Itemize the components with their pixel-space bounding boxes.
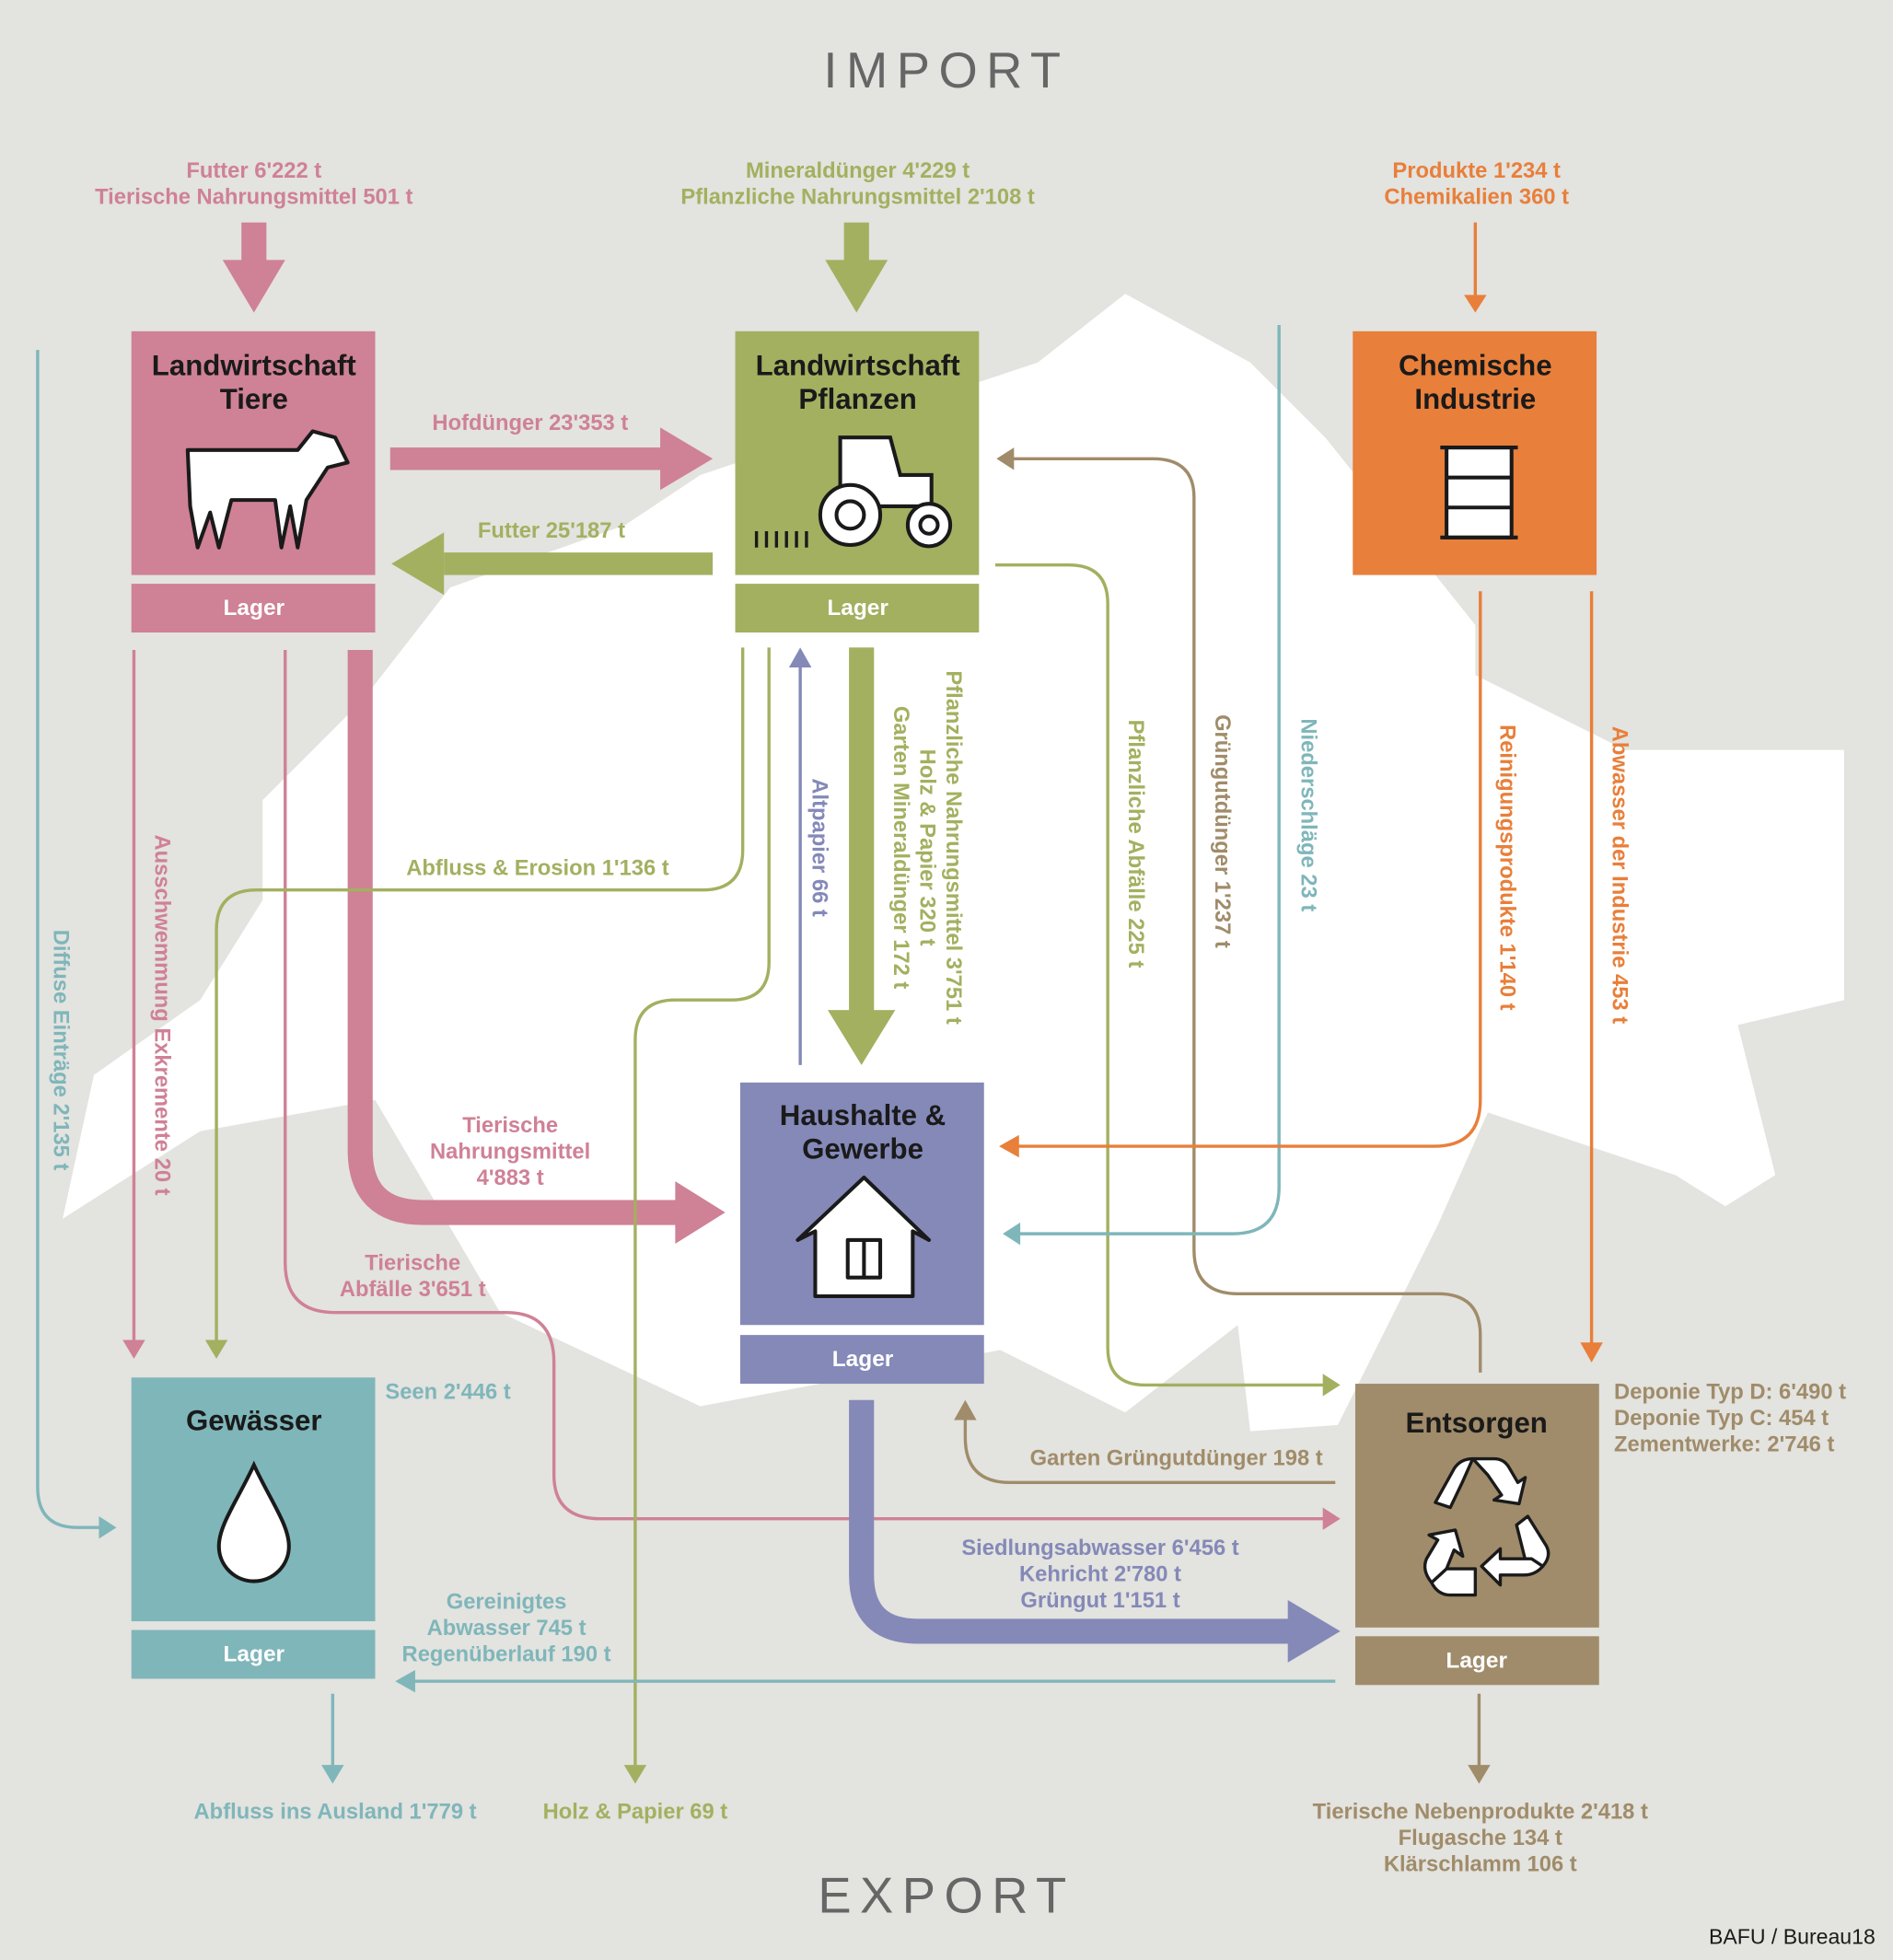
flow-entsorgen-export (1468, 1693, 1491, 1784)
label-abwasser-industrie: Abwasser der Industrie 453 t (1608, 726, 1632, 1024)
import-label-chemie: Produkte 1'234 t (1392, 158, 1561, 183)
flow-diffuse-eintraege (36, 350, 117, 1539)
label-tierische-nahrung: Tierische (462, 1113, 558, 1138)
node-title: Tiere (220, 383, 288, 415)
label-tierische-nahrung: 4'883 t (477, 1166, 544, 1190)
flow-futter (391, 532, 714, 596)
label-futter: Futter 25'187 t (478, 518, 625, 543)
label-siedlung: Grüngut 1'151 t (1020, 1588, 1179, 1613)
node-title: Gewerbe (802, 1133, 923, 1166)
export-label-entsorgen: Tierische Nebenprodukte 2'418 t (1313, 1800, 1648, 1825)
flow-reinigungsprodukte (999, 591, 1482, 1158)
label-tierische-nahrung: Nahrungsmittel (430, 1140, 590, 1165)
lager-label: Lager (224, 1641, 285, 1666)
flow-pflanzliche-abfaelle (994, 563, 1341, 1397)
label-seen: Seen 2'446 t (385, 1379, 510, 1404)
import-label-pflanzen: Pflanzliche Nahrungsmittel 2'108 t (680, 184, 1035, 209)
lager-label: Lager (827, 596, 888, 620)
node-title: Industrie (1414, 383, 1536, 415)
tractor-icon (754, 435, 953, 549)
lager-label: Lager (1446, 1648, 1507, 1673)
label-gereinigt: Abwasser 745 t (427, 1616, 586, 1641)
flow-siedlung (849, 1399, 1341, 1663)
label-hofduenger: Hofdünger 23'353 t (432, 411, 628, 435)
node-title: Pflanzen (798, 383, 916, 415)
export-heading: EXPORT (818, 1867, 1074, 1923)
flow-garten-gruengut (954, 1399, 1336, 1485)
flow-pflanzen-haushalte (828, 647, 896, 1065)
label-reinigungsprodukte: Reinigungsprodukte 1'140 t (1494, 725, 1519, 1011)
flow-gruengutduenger (996, 447, 1482, 1373)
import-label-tiere: Tierische Nahrungsmittel 501 t (95, 184, 412, 209)
flow-abfluss-ausland (321, 1693, 344, 1784)
import-label-tiere: Futter 6'222 t (186, 158, 321, 183)
credit: BAFU / Bureau18 (1709, 1924, 1876, 1948)
label-tierische-abfaelle: Tierische (365, 1251, 460, 1276)
import-label-pflanzen: Mineraldünger 4'229 t (746, 158, 970, 183)
label-gereinigt: Regenüberlauf 190 t (402, 1641, 611, 1666)
label-pflanzen-haushalte: Pflanzliche Nahrungsmittel 3'751 t (941, 670, 966, 1025)
node-gewaesser: Gewässer Lager (131, 1377, 376, 1679)
label-diffuse: Diffuse Einträge 2'135 t (49, 930, 74, 1171)
node-title: Gewässer (186, 1404, 322, 1436)
export-label-abfluss-ausland: Abfluss ins Ausland 1'779 t (194, 1800, 477, 1825)
label-siedlung: Siedlungsabwasser 6'456 t (961, 1536, 1238, 1560)
flow-abwasser-industrie (1580, 591, 1603, 1363)
label-garten-gruengut: Garten Grüngutdünger 198 t (1030, 1445, 1323, 1470)
node-entsorgen: Entsorgen Lager (1354, 1384, 1599, 1686)
export-label-entsorgen: Flugasche 134 t (1399, 1826, 1562, 1850)
import-arrow-chemie (1464, 222, 1487, 313)
flow-hofduenger (389, 427, 714, 491)
lager-label: Lager (224, 596, 285, 620)
label-gruengutduenger: Grüngutdünger 1'237 t (1210, 714, 1235, 948)
node-title: Landwirtschaft (756, 349, 961, 381)
node-landwirtschaft-pflanzen: Landwirtschaft Pflanzen Lager (735, 331, 980, 633)
node-landwirtschaft-tiere: Landwirtschaft Tiere Lager (131, 331, 376, 633)
label-ausschwemmung: Ausschwemmung Exkremente 20 t (150, 835, 175, 1196)
label-niederschlaege: Niederschläge 23 t (1296, 718, 1321, 911)
node-haushalte-gewerbe: Haushalte & Gewerbe Lager (739, 1082, 984, 1385)
cow-icon (185, 429, 350, 550)
flow-tierische-abfaelle (284, 650, 1341, 1530)
flow-gereinigt (395, 1669, 1336, 1693)
label-altpapier: Altpapier 66 t (807, 778, 832, 917)
flow-altpapier (788, 647, 812, 1065)
barrel-icon (1440, 446, 1518, 539)
label-abfluss-erosion: Abfluss & Erosion 1'136 t (406, 855, 669, 880)
node-title: Chemische (1399, 349, 1552, 381)
label-deponie: Zementwerke: 2'746 t (1614, 1432, 1834, 1456)
flow-ausschwemmung (122, 650, 145, 1359)
node-title: Landwirtschaft (152, 349, 357, 381)
import-heading: IMPORT (823, 42, 1069, 99)
import-arrow-pflanzen (825, 222, 888, 313)
flow-abfluss-erosion (204, 647, 745, 1359)
flow-holz-papier-export (623, 647, 771, 1784)
label-gereinigt: Gereinigtes (447, 1589, 567, 1614)
label-pflanzen-haushalte: Holz & Papier 320 t (914, 749, 939, 946)
label-pflanzliche-abfaelle: Pflanzliche Abfälle 225 t (1123, 720, 1148, 968)
label-tierische-abfaelle: Abfälle 3'651 t (340, 1277, 486, 1302)
import-arrow-tiere (222, 222, 285, 313)
label-pflanzen-haushalte: Garten Mineraldünger 172 t (888, 706, 913, 990)
label-deponie: Deponie Typ C: 454 t (1614, 1406, 1829, 1431)
house-icon (796, 1175, 932, 1299)
water-drop-icon (216, 1460, 291, 1583)
import-label-chemie: Chemikalien 360 t (1384, 184, 1569, 209)
label-deponie: Deponie Typ D: 6'490 t (1614, 1379, 1846, 1404)
node-title: Entsorgen (1406, 1407, 1548, 1439)
node-chemische-industrie: Chemische Industrie (1353, 331, 1597, 575)
node-title: Haushalte & (780, 1099, 946, 1131)
flow-tierische-nahrung (347, 650, 726, 1244)
export-label-holz-papier: Holz & Papier 69 t (543, 1800, 728, 1825)
flow-niederschlaege (1003, 325, 1281, 1246)
label-siedlung: Kehricht 2'780 t (1019, 1562, 1181, 1587)
export-label-entsorgen: Klärschlamm 106 t (1384, 1852, 1577, 1877)
recycle-icon (1423, 1456, 1550, 1597)
lager-label: Lager (832, 1347, 894, 1372)
